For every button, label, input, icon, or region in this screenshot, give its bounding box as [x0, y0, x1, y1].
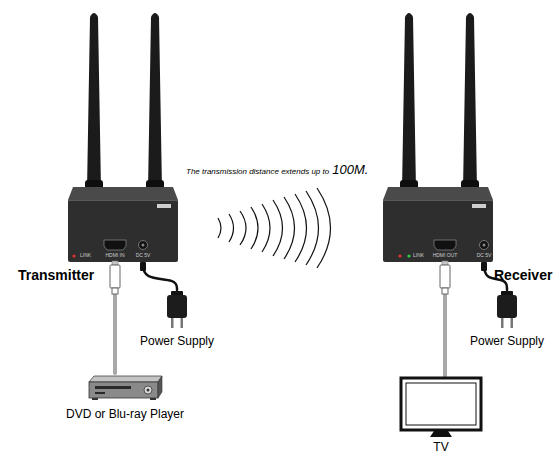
dc-plug	[140, 262, 487, 271]
tv-set	[401, 378, 481, 437]
port-label: HDMI IN	[105, 253, 124, 258]
port-label: DC 5V	[477, 253, 492, 258]
antenna	[146, 13, 164, 192]
antenna	[461, 13, 479, 192]
power-supply: Power Supply	[466, 290, 549, 348]
port-label: LINK	[80, 253, 91, 258]
node-label: DVD or Blu-ray Player	[66, 408, 184, 421]
power-supply: Power Supply	[136, 290, 219, 348]
transmitter-unit: TransmitterLINKHDMI INDC 5V	[68, 200, 178, 262]
device-title: Receiver	[494, 268, 552, 282]
receiver-housing	[383, 187, 493, 262]
hdmi-plug	[110, 261, 120, 294]
power-adapter	[167, 291, 187, 328]
node-label: TV	[433, 441, 448, 454]
power-adapter	[497, 291, 517, 328]
range-caption: The transmission distance extends up to1…	[186, 163, 368, 176]
port-label: HDMI OUT	[433, 253, 458, 258]
antenna	[400, 13, 418, 192]
range-value: 100M.	[332, 163, 368, 176]
antenna	[85, 13, 103, 192]
hdmi-plug	[440, 261, 450, 294]
source-player: DVD or Blu-ray Player	[62, 373, 189, 421]
wireless-waves	[218, 188, 331, 268]
port-label: DC 5V	[136, 253, 151, 258]
display-device: TV	[397, 376, 485, 454]
receiver-unit: ReceiverLINKHDMI OUTDC 5V	[383, 200, 493, 262]
range-note: The transmission distance extends up to	[186, 168, 329, 176]
port-label: LINK	[413, 253, 424, 258]
transmitter-housing	[68, 187, 178, 262]
node-label: Power Supply	[140, 335, 214, 348]
device-title: Transmitter	[18, 268, 94, 282]
node-label: Power Supply	[470, 335, 544, 348]
power-cable	[143, 262, 177, 290]
dvd-player	[89, 376, 162, 400]
